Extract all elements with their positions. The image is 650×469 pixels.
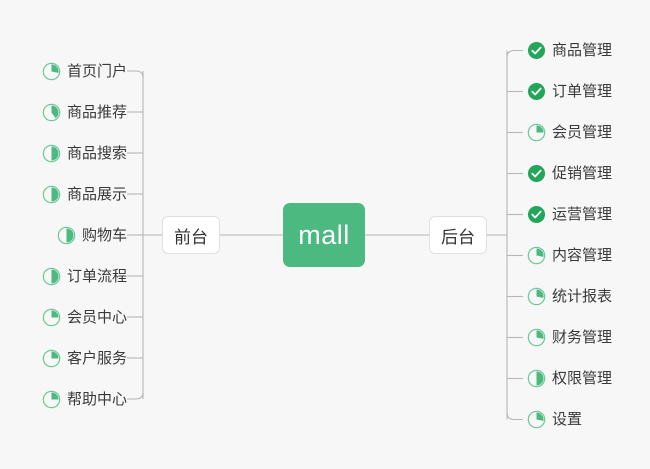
pie-progress-icon <box>57 226 76 245</box>
backend-item-3[interactable]: 会员管理 <box>527 120 612 146</box>
pie-progress-icon <box>42 103 61 122</box>
backend-item-2[interactable]: 订单管理 <box>527 79 612 105</box>
branch-node-backend[interactable]: 后台 <box>429 216 487 254</box>
frontend-item-label: 会员中心 <box>66 308 127 326</box>
frontend-item-7[interactable]: 会员中心 <box>42 304 127 330</box>
check-circle-icon <box>527 41 546 60</box>
pie-progress-icon <box>527 369 546 388</box>
frontend-item-label: 订单流程 <box>66 267 127 285</box>
pie-progress-icon <box>42 62 61 81</box>
frontend-item-label: 帮助中心 <box>66 390 127 408</box>
pie-progress-icon <box>42 144 61 163</box>
frontend-item-label: 商品推荐 <box>66 103 127 121</box>
backend-edge-1 <box>506 49 523 58</box>
backend-item-label: 统计报表 <box>552 288 613 305</box>
frontend-edge-9 <box>127 391 144 400</box>
backend-item-6[interactable]: 内容管理 <box>527 243 612 269</box>
root-node-mall[interactable]: mall <box>283 203 365 267</box>
frontend-item-3[interactable]: 商品搜索 <box>42 140 127 166</box>
backend-item-label: 财务管理 <box>552 329 613 346</box>
pie-progress-icon <box>527 328 546 347</box>
backend-item-8[interactable]: 财务管理 <box>527 325 612 351</box>
backend-item-label: 设置 <box>552 411 583 428</box>
pie-progress-icon <box>527 410 546 429</box>
check-circle-icon <box>527 205 546 224</box>
pie-progress-icon <box>42 308 61 327</box>
frontend-item-label: 购物车 <box>81 226 127 244</box>
backend-item-10[interactable]: 设置 <box>527 407 582 433</box>
branch-node-backend-label: 后台 <box>441 227 475 247</box>
backend-item-label: 商品管理 <box>552 42 613 59</box>
backend-item-label: 会员管理 <box>552 124 613 141</box>
pie-progress-icon <box>42 185 61 204</box>
frontend-edge-1 <box>127 70 144 79</box>
frontend-item-1[interactable]: 首页门户 <box>42 58 127 84</box>
backend-item-1[interactable]: 商品管理 <box>527 38 612 64</box>
backend-item-label: 促销管理 <box>552 165 613 182</box>
pie-progress-icon <box>42 349 61 368</box>
frontend-item-6[interactable]: 订单流程 <box>42 263 127 289</box>
branch-node-frontend-label: 前台 <box>174 227 208 247</box>
backend-item-9[interactable]: 权限管理 <box>527 366 612 392</box>
backend-item-5[interactable]: 运营管理 <box>527 202 612 228</box>
frontend-item-2[interactable]: 商品推荐 <box>42 99 127 125</box>
frontend-item-label: 商品搜索 <box>66 144 127 162</box>
backend-item-label: 订单管理 <box>552 83 613 100</box>
backend-item-7[interactable]: 统计报表 <box>527 284 612 310</box>
frontend-item-5[interactable]: 购物车 <box>57 222 127 248</box>
pie-progress-icon <box>527 246 546 265</box>
frontend-item-4[interactable]: 商品展示 <box>42 181 127 207</box>
check-circle-icon <box>527 82 546 101</box>
check-circle-icon <box>527 164 546 183</box>
pie-progress-icon <box>527 123 546 142</box>
pie-progress-icon <box>42 390 61 409</box>
branch-node-frontend[interactable]: 前台 <box>162 216 220 254</box>
pie-progress-icon <box>42 267 61 286</box>
root-node-label: mall <box>298 219 350 250</box>
frontend-item-8[interactable]: 客户服务 <box>42 345 127 371</box>
backend-edge-10 <box>506 412 523 421</box>
frontend-item-label: 商品展示 <box>66 185 127 203</box>
backend-item-4[interactable]: 促销管理 <box>527 161 612 187</box>
backend-item-label: 内容管理 <box>552 247 613 264</box>
pie-progress-icon <box>527 287 546 306</box>
frontend-item-9[interactable]: 帮助中心 <box>42 386 127 412</box>
backend-item-label: 权限管理 <box>552 370 613 387</box>
frontend-item-label: 首页门户 <box>66 62 127 80</box>
frontend-item-label: 客户服务 <box>66 349 127 367</box>
backend-item-label: 运营管理 <box>552 206 613 223</box>
